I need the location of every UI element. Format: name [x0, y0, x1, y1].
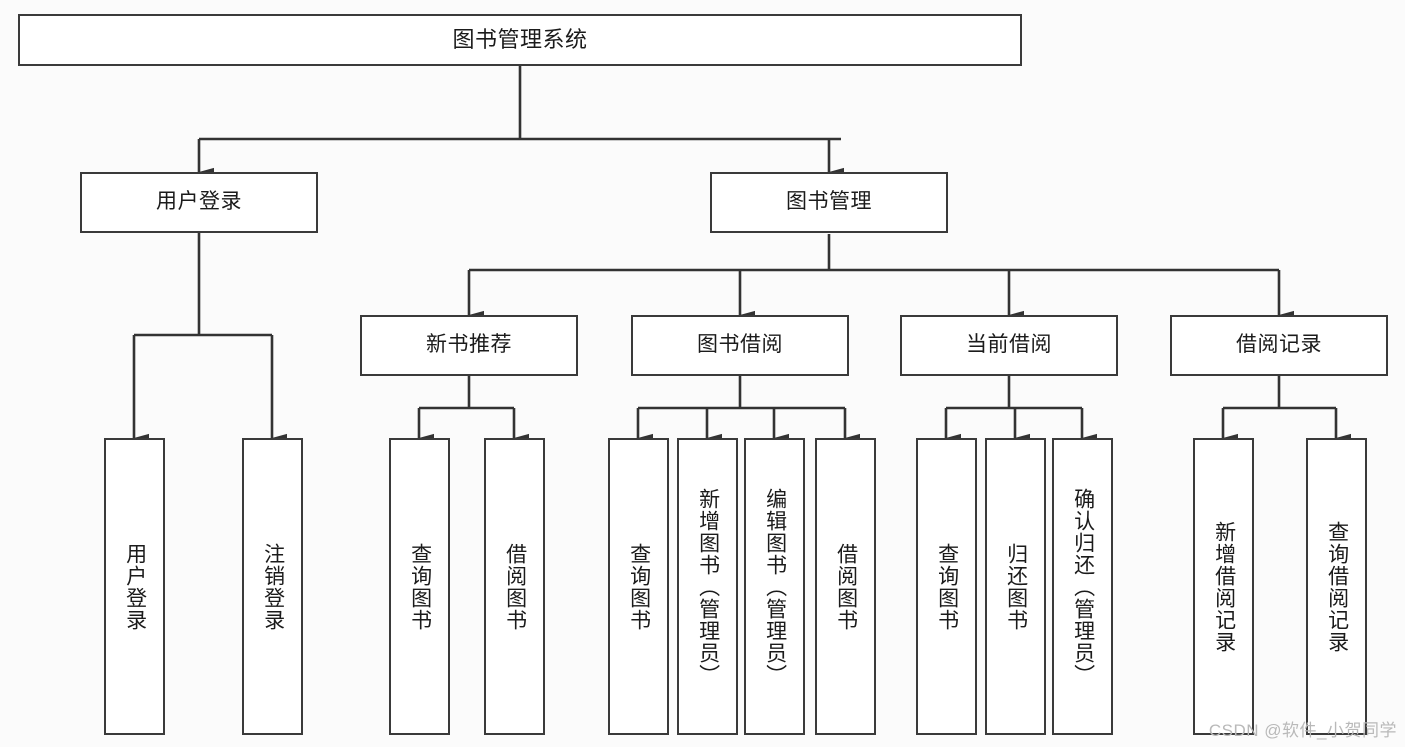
leaf-book-borrow-lend[interactable]: 借阅图书	[815, 438, 876, 735]
leaf-new-books-borrow[interactable]: 借阅图书	[484, 438, 545, 735]
node-label: 新增图书（管理员）	[696, 487, 720, 686]
leaf-book-borrow-add[interactable]: 新增图书（管理员）	[677, 438, 738, 735]
node-label: 图书管理系统	[452, 27, 588, 53]
node-root-system[interactable]: 图书管理系统	[18, 14, 1022, 66]
node-label: 图书管理	[786, 190, 872, 214]
node-user-login[interactable]: 用户登录	[80, 172, 318, 233]
leaf-new-books-query[interactable]: 查询图书	[389, 438, 450, 735]
leaf-user-login-signout[interactable]: 注销登录	[242, 438, 303, 735]
leaf-current-borrow-return[interactable]: 归还图书	[985, 438, 1046, 735]
node-label: 借阅图书	[503, 542, 527, 631]
node-label: 查询图书	[408, 542, 432, 631]
node-label: 用户登录	[123, 542, 147, 631]
node-label: 借阅图书	[834, 542, 858, 631]
leaf-book-borrow-edit[interactable]: 编辑图书（管理员）	[744, 438, 805, 735]
leaf-book-borrow-query[interactable]: 查询图书	[608, 438, 669, 735]
node-label: 用户登录	[156, 190, 242, 214]
node-label: 确认归还（管理员）	[1071, 487, 1095, 686]
node-label: 当前借阅	[966, 333, 1052, 357]
node-label: 查询图书	[627, 542, 651, 631]
node-label: 归还图书	[1004, 542, 1028, 631]
leaf-current-borrow-confirm[interactable]: 确认归还（管理员）	[1052, 438, 1113, 735]
node-book-borrow[interactable]: 图书借阅	[631, 315, 849, 376]
node-label: 查询借阅记录	[1325, 520, 1349, 653]
leaf-user-login-signin[interactable]: 用户登录	[104, 438, 165, 735]
node-label: 新增借阅记录	[1212, 520, 1236, 653]
node-label: 新书推荐	[426, 333, 512, 357]
node-current-borrow[interactable]: 当前借阅	[900, 315, 1118, 376]
leaf-borrow-records-add[interactable]: 新增借阅记录	[1193, 438, 1254, 735]
node-label: 借阅记录	[1236, 333, 1322, 357]
node-label: 查询图书	[935, 542, 959, 631]
node-borrow-records[interactable]: 借阅记录	[1170, 315, 1388, 376]
node-book-management[interactable]: 图书管理	[710, 172, 948, 233]
node-new-book-recommend[interactable]: 新书推荐	[360, 315, 578, 376]
leaf-borrow-records-query[interactable]: 查询借阅记录	[1306, 438, 1367, 735]
leaf-current-borrow-query[interactable]: 查询图书	[916, 438, 977, 735]
watermark-text: CSDN @软件_小贺同学	[1208, 721, 1397, 740]
node-label: 编辑图书（管理员）	[763, 487, 787, 686]
node-label: 图书借阅	[697, 333, 783, 357]
node-label: 注销登录	[261, 542, 285, 631]
